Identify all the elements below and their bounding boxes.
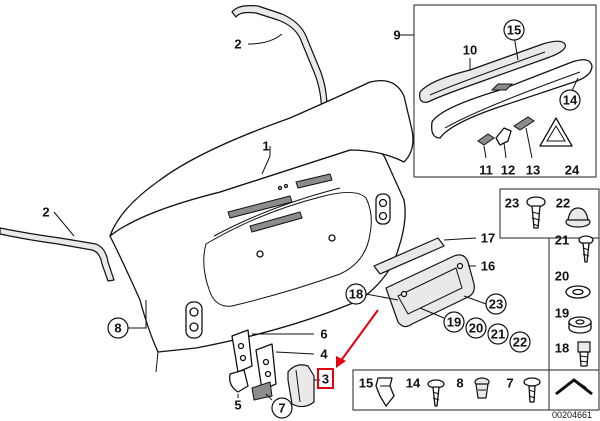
callout-5: 5 [234,398,241,413]
callout-15: 15 [507,23,521,38]
callout-13: 13 [526,163,540,178]
washer-part-20[interactable] [565,285,591,299]
tool-symbol-icon [555,378,593,396]
callout-1: 1 [262,139,269,154]
pad-part-13[interactable] [513,116,535,131]
callout-18: 18 [349,287,363,302]
callout-15-circle [503,19,525,41]
fastener-label-20: 20 [555,269,569,284]
fastener-label-7: 7 [506,376,513,391]
callout-21: 21 [491,327,505,342]
bolt-part-18[interactable] [577,341,591,367]
tailgate-part-1[interactable]: 1 [109,79,414,373]
fastener-label-18: 18 [555,341,569,356]
callout-4: 4 [320,347,328,362]
callout-20: 20 [469,321,483,336]
callout-22: 22 [513,335,527,350]
callout-20-circle [465,317,487,339]
callout-19-circle [443,311,465,333]
callout-14-circle [559,89,581,111]
hinge-part-6[interactable] [231,329,253,373]
callout-22-circle [509,331,531,353]
callout-10: 10 [463,43,477,58]
fastener-label-8: 8 [456,376,463,391]
highlight-arrow [336,309,379,368]
bottom-fastener-row: 15 14 8 7 00204661 [352,369,600,420]
nut-part-19[interactable] [568,316,592,334]
callout-16: 16 [481,259,495,274]
pad-part-11[interactable] [477,133,495,146]
callout-19: 19 [447,315,461,330]
license-recess [203,192,372,307]
rivet-part-8[interactable] [474,377,490,399]
callout-2-top: 2 [234,37,241,52]
fastener-label-23: 23 [505,196,519,211]
callout-17: 17 [481,231,495,246]
fastener-label-21: 21 [555,233,569,248]
hinge-part-5[interactable] [229,369,249,393]
fastener-label-22: 22 [556,196,570,211]
screw-part-23[interactable] [526,196,546,229]
license-bracket-assembly: 17 16 18 23 19 20 21 22 [345,231,531,353]
diagram-code: 00204661 [552,410,592,420]
inset-frame [413,4,597,178]
hinge-part-4[interactable] [255,343,277,391]
cap-part-22[interactable] [565,207,591,228]
warning-triangle-part-24[interactable] [539,117,573,147]
callout-3-highlight [317,368,334,389]
callout-6: 6 [320,327,327,342]
screw-part-14[interactable] [427,379,445,407]
fastener-label-19: 19 [555,306,569,321]
seal-part-2-left[interactable] [0,227,115,282]
callout-24: 24 [565,163,580,178]
inset-spoiler-group: 9 10 15 14 11 12 13 24 [393,4,597,178]
callout-2-left: 2 [42,205,49,220]
callout-14: 14 [563,93,578,108]
callout-9: 9 [393,28,400,43]
callout-3: 3 [322,372,329,387]
bracket-part-16[interactable] [385,254,475,328]
callout-21-circle [487,323,509,345]
callout-12: 12 [501,163,515,178]
gasket-part-17[interactable] [373,237,445,275]
clip-part-15[interactable] [375,377,395,407]
fastener-label-14: 14 [406,376,421,391]
spoiler-cover-part-14[interactable] [431,59,593,139]
fastener-label-15: 15 [359,376,373,391]
callout-8: 8 [114,321,121,336]
callout-7: 7 [278,401,285,416]
screw-part-21[interactable] [578,235,594,263]
spoiler-part-10[interactable] [419,40,567,103]
bottom-fastener-box [352,369,600,411]
fastener-column: 23 22 21 20 19 [499,188,600,371]
stop-buffer-part-3[interactable] [287,364,320,408]
clip-part-12[interactable] [495,127,512,146]
callout-7-circle [271,397,293,419]
screw-part-7[interactable] [523,377,541,403]
callout-23: 23 [489,297,503,312]
callout-11: 11 [479,163,493,178]
hinge-assembly: 6 4 5 7 [229,327,328,419]
